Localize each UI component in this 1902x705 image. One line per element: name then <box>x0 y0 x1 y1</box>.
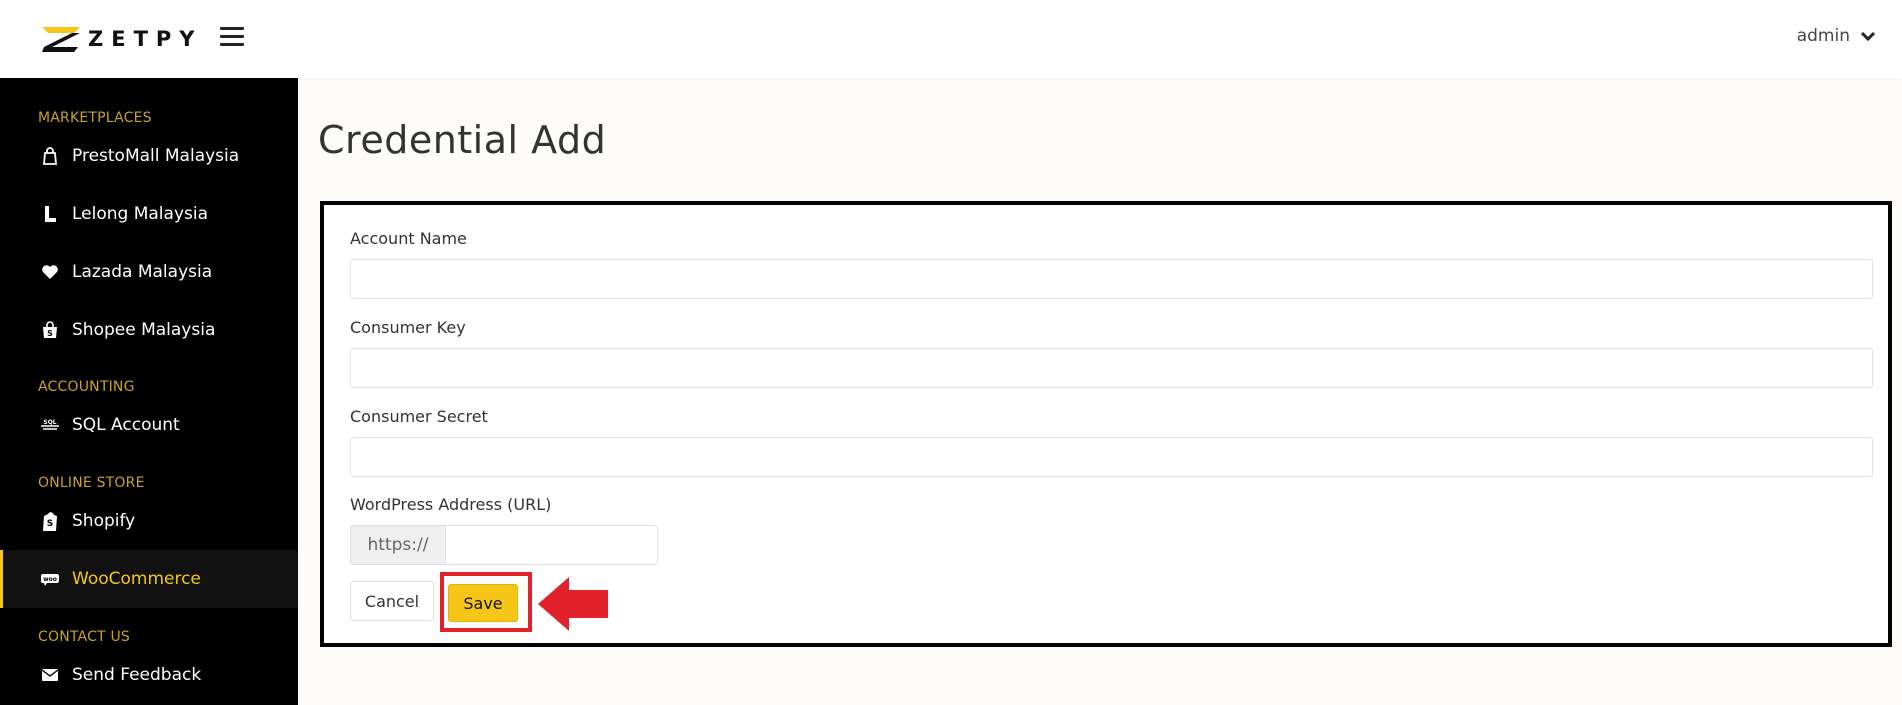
wordpress-url-label: WordPress Address (URL) <box>350 495 552 514</box>
shopee-bag-icon: S <box>40 320 60 340</box>
consumer-key-input[interactable] <box>350 348 1873 388</box>
sidebar-item-label: SQL Account <box>72 415 180 435</box>
sidebar-item-prestomall[interactable]: PrestoMall Malaysia <box>0 127 298 185</box>
save-highlight-box <box>440 572 532 632</box>
envelope-icon <box>40 665 60 685</box>
brand-name: ZETPY <box>88 27 203 51</box>
lelong-l-icon <box>40 204 60 224</box>
menu-toggle-icon[interactable] <box>220 27 244 47</box>
sidebar-item-shopee[interactable]: S Shopee Malaysia <box>0 301 298 359</box>
sidebar-item-label: Lelong Malaysia <box>72 204 209 224</box>
sidebar-item-label: Send Feedback <box>72 665 202 685</box>
top-header: ZETPY admin <box>0 0 1902 78</box>
wordpress-url-input[interactable] <box>446 525 658 565</box>
sidebar-item-label: Shopify <box>72 511 136 531</box>
chevron-down-icon <box>1860 31 1876 42</box>
account-name-label: Account Name <box>350 229 467 248</box>
credential-form: Account Name Consumer Key Consumer Secre… <box>320 201 1892 647</box>
sidebar-item-woocommerce[interactable]: woo WooCommerce <box>0 550 298 608</box>
zetpy-logo[interactable]: ZETPY <box>40 24 203 54</box>
sidebar-item-sql-account[interactable]: SQL SQL Account <box>0 396 298 454</box>
sidebar-item-label: Shopee Malaysia <box>72 320 216 340</box>
sidebar-item-label: WooCommerce <box>72 569 201 589</box>
section-label-online-store: ONLINE STORE <box>38 475 145 491</box>
consumer-key-label: Consumer Key <box>350 318 466 337</box>
section-label-accounting: ACCOUNTING <box>38 379 135 395</box>
user-name: admin <box>1796 26 1850 46</box>
url-prefix: https:// <box>350 525 446 565</box>
cancel-button[interactable]: Cancel <box>350 581 434 621</box>
sidebar-item-label: PrestoMall Malaysia <box>72 146 240 166</box>
section-label-contact-us: CONTACT US <box>38 629 130 645</box>
consumer-secret-input[interactable] <box>350 437 1873 477</box>
section-label-marketplaces: MARKETPLACES <box>38 110 152 126</box>
sidebar-item-send-feedback[interactable]: Send Feedback <box>0 646 298 704</box>
account-name-input[interactable] <box>350 259 1873 299</box>
sidebar-item-lazada[interactable]: Lazada Malaysia <box>0 243 298 301</box>
svg-text:S: S <box>47 519 53 529</box>
shopping-bag-icon <box>40 146 60 166</box>
svg-text:woo: woo <box>43 576 57 583</box>
sidebar-item-lelong[interactable]: Lelong Malaysia <box>0 185 298 243</box>
sidebar-item-shopify[interactable]: S Shopify <box>0 492 298 550</box>
wordpress-url-group: https:// <box>350 525 658 565</box>
woo-icon: woo <box>40 569 60 589</box>
sidebar: MARKETPLACES PrestoMall Malaysia Lelong … <box>0 78 298 705</box>
zetpy-logo-icon <box>42 27 80 52</box>
page-title: Credential Add <box>318 118 607 162</box>
sql-icon: SQL <box>40 415 60 435</box>
left-arrow-icon <box>538 577 608 631</box>
shopify-icon: S <box>40 511 60 531</box>
consumer-secret-label: Consumer Secret <box>350 407 488 426</box>
user-menu[interactable]: admin <box>1797 26 1876 46</box>
save-button[interactable]: Save <box>448 584 518 622</box>
heart-icon <box>40 262 60 282</box>
sidebar-item-label: Lazada Malaysia <box>72 262 213 282</box>
svg-text:S: S <box>47 329 53 338</box>
svg-text:SQL: SQL <box>43 419 56 426</box>
